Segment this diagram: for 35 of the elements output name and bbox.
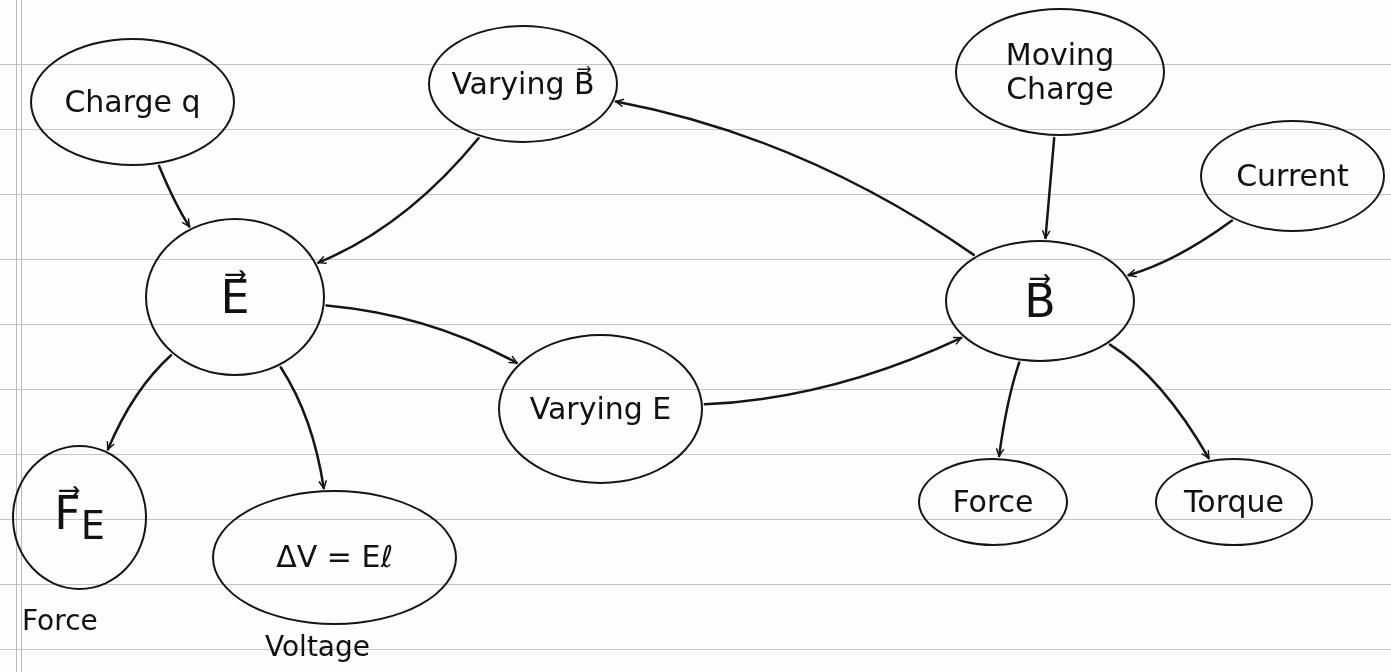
concept-label: Moving Charge xyxy=(1004,37,1116,107)
arrow xyxy=(703,336,963,406)
arrow xyxy=(1108,343,1211,460)
concept-label: Varying E xyxy=(529,391,672,427)
arrow xyxy=(614,98,976,257)
concept-bubble xyxy=(955,8,1165,136)
concept-bubble xyxy=(12,445,147,590)
arrow xyxy=(106,353,173,451)
caption-text: Voltage xyxy=(265,630,371,663)
arrow xyxy=(157,164,191,228)
concept-label: E⃗ xyxy=(220,270,250,324)
arrow xyxy=(995,361,1021,458)
arrow xyxy=(279,366,327,490)
arrow xyxy=(317,136,480,264)
concept-bubble xyxy=(918,458,1068,546)
concept-bubble xyxy=(428,25,618,143)
concept-label: F⃗$_{E}$ xyxy=(54,486,105,549)
arrow xyxy=(1041,136,1056,240)
concept-label: Current xyxy=(1236,158,1349,194)
concept-bubble xyxy=(498,334,703,484)
concept-label: Torque xyxy=(1184,484,1284,520)
concept-label: B⃗ xyxy=(1024,274,1056,328)
concept-label: ΔV = Eℓ xyxy=(276,540,393,575)
concept-bubble xyxy=(1155,458,1313,546)
concept-bubble xyxy=(945,240,1135,362)
concept-label: Force xyxy=(952,484,1034,520)
concept-label: Charge q xyxy=(64,84,201,120)
concept-bubble xyxy=(1200,120,1385,232)
concept-bubble xyxy=(145,218,325,376)
concept-bubble xyxy=(30,38,235,166)
caption-text: Force xyxy=(22,604,98,637)
arrow xyxy=(325,304,519,365)
arrow xyxy=(1127,219,1234,278)
concept-label: Varying B⃗ xyxy=(451,66,595,102)
concept-bubble xyxy=(212,490,457,625)
